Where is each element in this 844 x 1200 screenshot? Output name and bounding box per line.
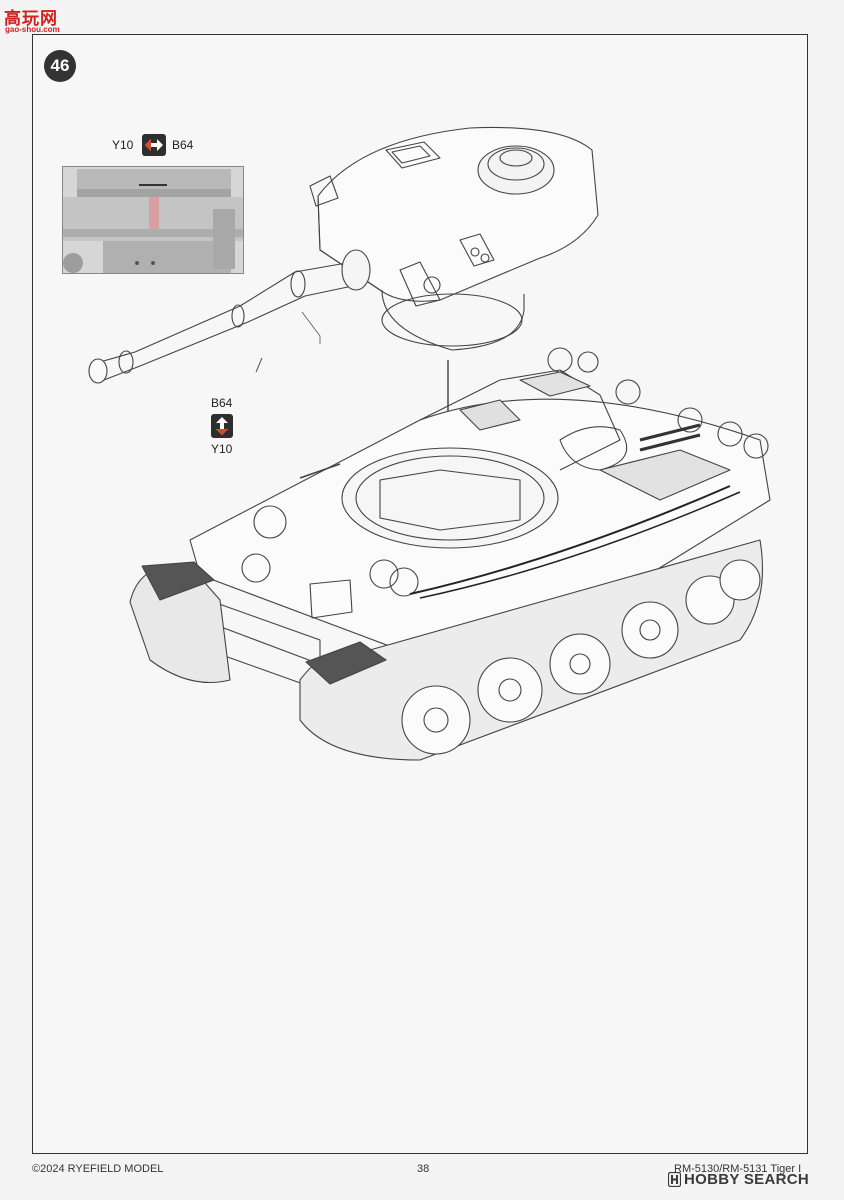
- step-number-badge: 46: [44, 50, 76, 82]
- watermark-logo: 高玩网 gao-shou.com: [4, 4, 70, 36]
- footer-page-number: 38: [417, 1163, 430, 1175]
- watermark-site-name: 高玩网: [4, 9, 58, 29]
- detail-inset-image: [62, 166, 244, 274]
- double-arrow-horizontal-icon: [142, 134, 166, 156]
- hobby-search-logo-icon: [668, 1172, 681, 1187]
- part-label-bottom: Y10: [211, 442, 233, 456]
- footer-model-code: RM-5130/RM-5131 Tiger I: [674, 1163, 802, 1175]
- inset-label-right: B64: [172, 138, 194, 152]
- footer-copyright: ©2024 RYEFIELD MODEL: [32, 1163, 164, 1175]
- gun-barrel-illustration: [88, 249, 371, 384]
- inset-label-left: Y10: [112, 138, 134, 152]
- double-arrow-vertical-icon: [211, 414, 233, 438]
- hull-illustration: [129, 347, 771, 761]
- part-label-top: B64: [211, 396, 233, 410]
- turret-illustration: [309, 126, 599, 351]
- watermark-site-url: gao-shou.com: [5, 25, 60, 34]
- hobby-search-watermark: HOBBY SEARCH: [684, 1171, 810, 1188]
